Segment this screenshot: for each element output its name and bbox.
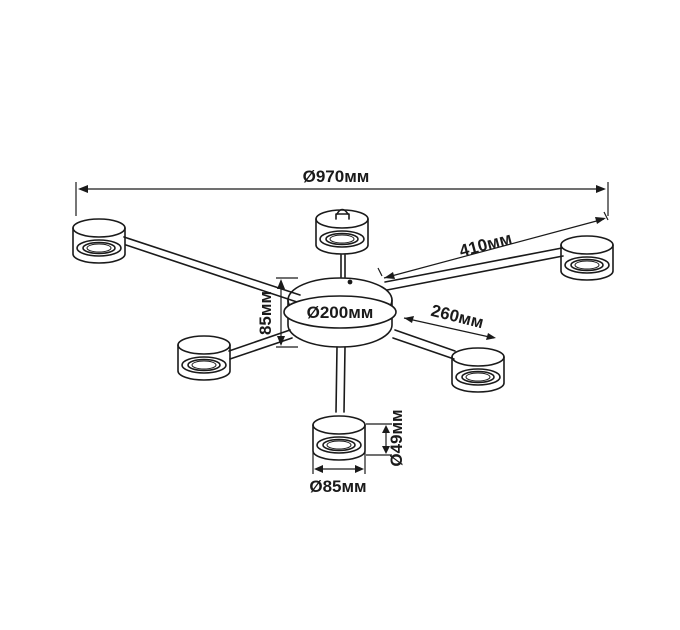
spot-bottom: [312, 415, 366, 461]
label-base-height: 85мм: [256, 291, 275, 335]
spot-lower-right: [451, 347, 505, 393]
spot-left: [72, 218, 126, 264]
spot-top: [315, 208, 369, 255]
dim-arm-short: 260мм: [403, 301, 496, 340]
dim-overall: Ø970мм: [75, 167, 609, 216]
dim-spot-height: Ø49мм: [366, 409, 406, 467]
label-overall-diameter: Ø970мм: [303, 167, 370, 186]
dim-base-height: 85мм: [256, 277, 298, 348]
ceiling-base: [283, 277, 397, 348]
label-base-diameter: Ø200мм: [307, 303, 374, 322]
label-arm-short: 260мм: [429, 301, 486, 332]
spot-right: [560, 235, 614, 281]
label-arm-long: 410мм: [457, 229, 514, 261]
label-spot-diameter: Ø85мм: [309, 477, 366, 496]
label-spot-height: Ø49мм: [387, 409, 406, 466]
spot-lower-left: [177, 335, 231, 381]
dim-spot-diameter: Ø85мм: [309, 452, 367, 496]
arms: [123, 236, 564, 413]
